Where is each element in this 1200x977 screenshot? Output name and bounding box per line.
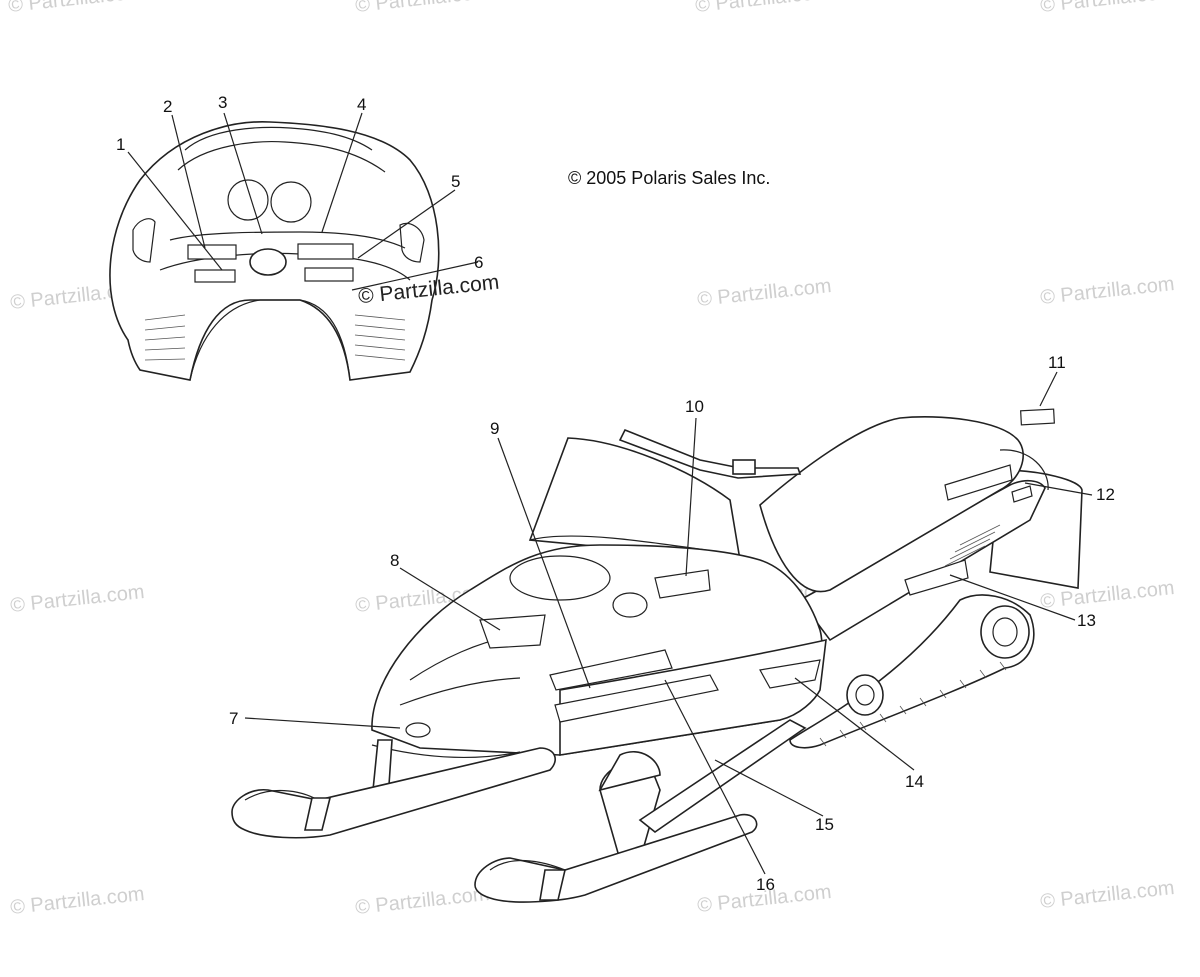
callout-6: 6 [474,253,483,272]
callout-labels: 1 2 3 4 5 6 7 8 9 10 11 12 13 14 15 16 [116,93,1115,894]
callout-9: 9 [490,419,499,438]
callout-15: 15 [815,815,834,834]
callout-2: 2 [163,97,172,116]
callout-5: 5 [451,172,460,191]
callout-13: 13 [1077,611,1096,630]
callout-7: 7 [229,709,238,728]
callout-1: 1 [116,135,125,154]
callout-8: 8 [390,551,399,570]
callout-4: 4 [357,95,366,114]
callout-16: 16 [756,875,775,894]
callout-10: 10 [685,397,704,416]
callout-11: 11 [1048,353,1066,372]
copyright-notice: © 2005 Polaris Sales Inc. [568,168,771,188]
leader-lines [127,112,1093,875]
inset-hood-view [109,121,440,381]
callout-3: 3 [218,93,227,112]
callout-14: 14 [905,772,924,791]
callout-12: 12 [1096,485,1115,504]
snowmobile-main-view [231,408,1083,903]
